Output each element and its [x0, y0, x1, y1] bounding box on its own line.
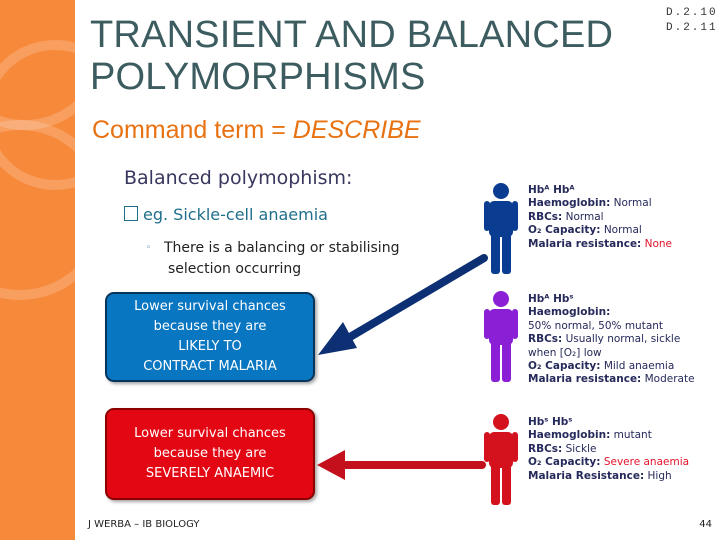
haemoglobin-label: Haemoglobin: — [528, 429, 611, 442]
malaria-value: Moderate — [644, 373, 695, 386]
genotype-info-sickle: Hbˢ Hbˢ Haemoglobin: mutant RBCs: Sickle… — [528, 416, 689, 483]
slide-title-line1: TRANSIENT AND BALANCED — [90, 14, 614, 56]
sub-bullet: ◦ There is a balancing or stabilising sel… — [146, 238, 456, 280]
o2-value: Mild anaemia — [603, 360, 675, 373]
genotype-label: Hbᴬ Hbˢ — [528, 293, 574, 305]
genotype-label: Hbᴬ Hbᴬ — [528, 184, 575, 196]
person-icon-carrier — [484, 291, 518, 382]
slide-title-line2: POLYMORPHISMS — [90, 56, 426, 98]
blue-arrow — [318, 254, 488, 355]
genotype-info-normal: Hbᴬ Hbᴬ Haemoglobin: Normal RBCs: Normal… — [528, 184, 672, 251]
callout-severely-anaemic: Lower survival chances because they are … — [105, 408, 315, 500]
command-term-value: DESCRIBE — [292, 116, 421, 144]
syllabus-ref-1: D.2.10 — [666, 7, 718, 19]
callout-red-line3: SEVERELY ANAEMIC — [145, 466, 275, 481]
rbcs-value: Sickle — [565, 442, 597, 455]
haemoglobin-value: Normal — [613, 197, 652, 210]
o2-label: O₂ Capacity: — [528, 360, 601, 373]
syllabus-reference: D.2.10 D.2.11 — [666, 6, 718, 36]
malaria-label: Malaria resistance: — [528, 373, 642, 386]
o2-label: O₂ Capacity: — [528, 224, 601, 237]
malaria-value: None — [644, 237, 673, 250]
haemoglobin-label: Haemoglobin: — [528, 306, 611, 319]
rbcs-label: RBCs: — [528, 210, 563, 223]
command-term: Command term = DESCRIBE — [92, 116, 421, 145]
slide-title: TRANSIENT AND BALANCED POLYMORPHISMS — [90, 14, 650, 98]
rbcs-label: RBCs: — [528, 333, 563, 346]
rbcs-value: Normal — [565, 210, 604, 223]
syllabus-ref-2: D.2.11 — [666, 22, 718, 34]
accent-sidebar-band — [0, 0, 75, 540]
footer-author: J WERBA – IB BIOLOGY — [88, 519, 200, 530]
section-heading: Balanced polymophism: — [124, 167, 353, 189]
rbcs-value-line2: when [O₂] low — [528, 346, 602, 359]
sub-bullet-line2: selection occurring — [168, 261, 302, 277]
callout-red-line2: because they are — [153, 446, 267, 461]
sub-bullet-line1: There is a balancing or stabilising — [164, 240, 400, 256]
person-icon-normal — [484, 183, 518, 274]
malaria-label: Malaria Resistance: — [528, 469, 645, 482]
callout-likely-malaria: Lower survival chances because they are … — [105, 292, 315, 382]
callout-red-line1: Lower survival chances — [134, 426, 286, 441]
page-number: 44 — [699, 519, 712, 530]
checkbox-bullet-icon — [124, 206, 138, 221]
o2-label: O₂ Capacity: — [528, 456, 601, 469]
haemoglobin-value: 50% normal, 50% mutant — [528, 319, 664, 332]
command-term-prefix: Command term = — [92, 116, 293, 144]
callout-blue-line3: LIKELY TO — [178, 339, 242, 354]
callout-blue-line1: Lower survival chances — [134, 299, 286, 314]
rbcs-value: Usually normal, sickle — [565, 333, 681, 346]
malaria-label: Malaria resistance: — [528, 237, 642, 250]
haemoglobin-value: mutant — [613, 429, 652, 442]
circle-bullet-icon: ◦ — [146, 243, 152, 253]
person-icon-sickle — [484, 414, 518, 505]
malaria-value: High — [647, 469, 672, 482]
o2-value: Severe anaemia — [603, 456, 690, 469]
genotype-label: Hbˢ Hbˢ — [528, 416, 573, 428]
callout-blue-line2: because they are — [153, 319, 267, 334]
genotype-info-carrier: Hbᴬ Hbˢ Haemoglobin: 50% normal, 50% mut… — [528, 293, 695, 387]
red-arrow — [317, 450, 486, 480]
rbcs-label: RBCs: — [528, 442, 563, 455]
example-text: eg. Sickle-cell anaemia — [143, 205, 328, 224]
example-bullet: eg. Sickle-cell anaemia — [124, 205, 328, 224]
haemoglobin-label: Haemoglobin: — [528, 197, 611, 210]
callout-blue-line4: CONTRACT MALARIA — [143, 359, 277, 374]
o2-value: Normal — [603, 224, 642, 237]
